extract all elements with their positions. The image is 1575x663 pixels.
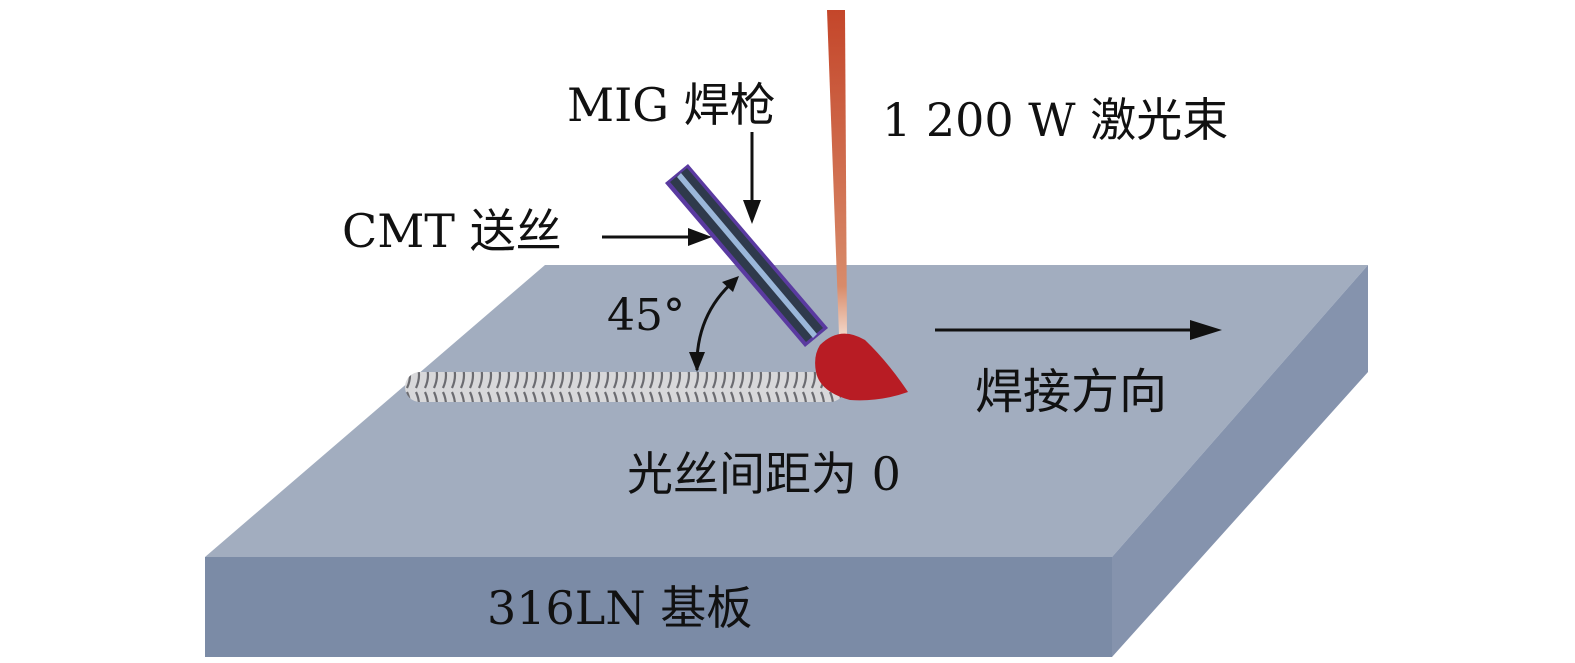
substrate-label: 316LN 基板 — [487, 581, 752, 635]
mig-torch — [665, 164, 828, 347]
gap-label: 光丝间距为 0 — [627, 447, 901, 501]
plate-front-face — [205, 557, 1112, 657]
weld-bead — [405, 372, 845, 402]
molten-pool — [815, 333, 908, 401]
laser-label: 1 200 W 激光束 — [882, 93, 1228, 147]
angle-arrowhead-bottom — [689, 352, 705, 372]
mig-torch-label: MIG 焊枪 — [567, 78, 776, 132]
laser-beam — [827, 10, 847, 335]
mig-pointer-arrowhead — [743, 200, 761, 224]
angle-label: 45° — [607, 290, 685, 341]
plate-top-face — [205, 265, 1368, 557]
direction-arrowhead — [1190, 320, 1222, 340]
cmt-pointer-arrowhead — [688, 228, 712, 246]
cmt-wire-label: CMT 送丝 — [342, 204, 562, 258]
plate-right-face — [1112, 265, 1368, 657]
angle-arrowhead-top — [722, 276, 739, 292]
direction-label: 焊接方向 — [975, 364, 1167, 420]
